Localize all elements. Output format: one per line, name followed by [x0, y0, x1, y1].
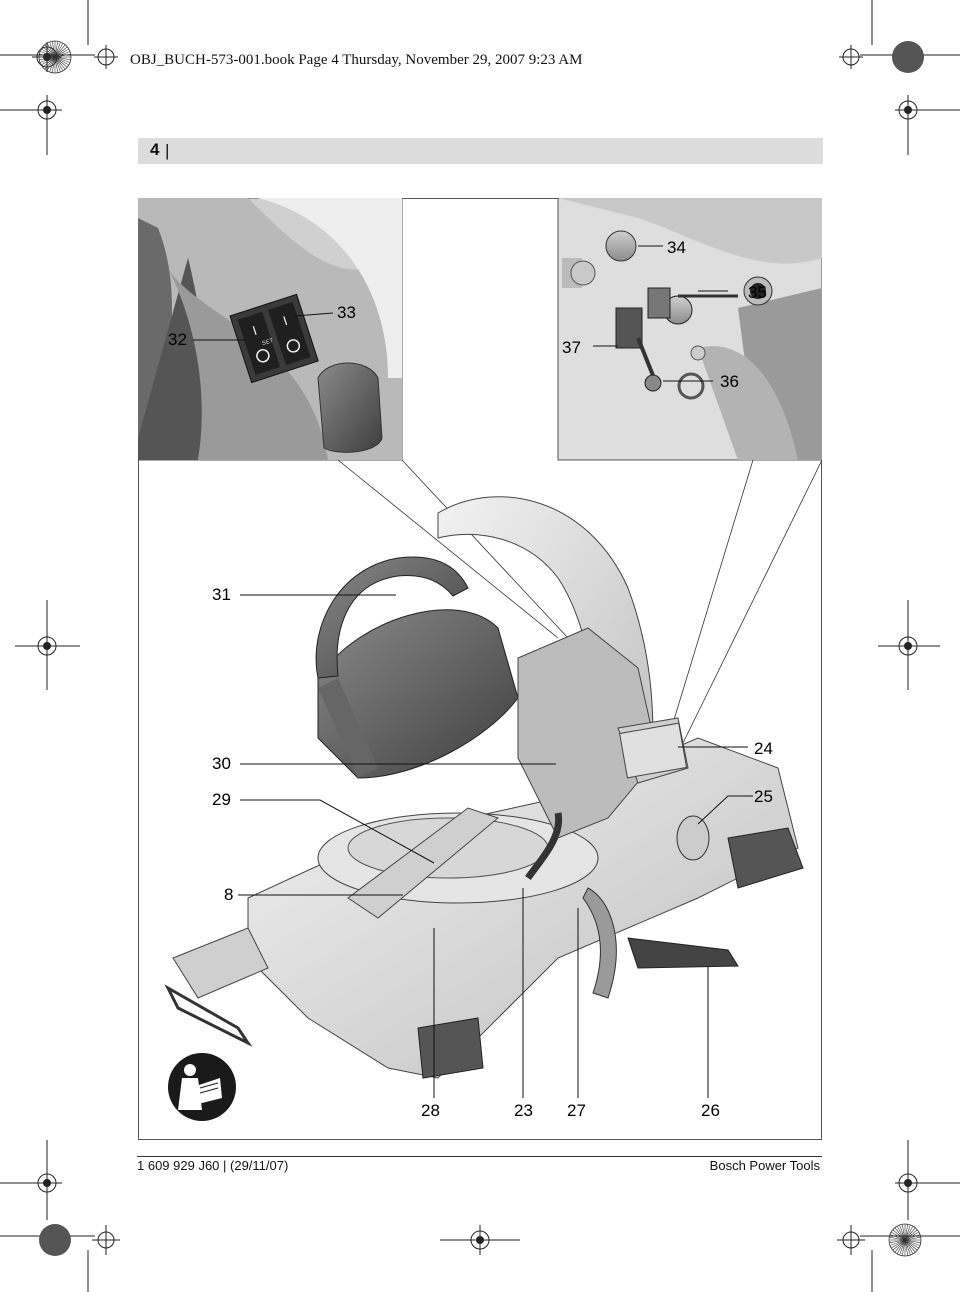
starburst-ray	[54, 41, 61, 58]
starburst-ray	[49, 41, 56, 58]
starburst-ray	[904, 1225, 914, 1241]
starburst-ray	[892, 1229, 906, 1241]
switch-inset: I I SET 32 33	[138, 198, 403, 461]
starburst-ray	[54, 56, 64, 72]
starburst-ray	[899, 1224, 906, 1241]
starburst-ray	[894, 1239, 906, 1253]
svg-text:I: I	[251, 323, 259, 338]
color-patch-icon	[892, 41, 924, 73]
switch-marking: SET	[261, 338, 274, 347]
starburst-ray	[42, 46, 56, 58]
starburst-ray	[54, 42, 64, 58]
starburst-ray	[904, 1224, 909, 1241]
starburst-ray	[904, 1227, 916, 1241]
starburst-ray	[901, 1239, 906, 1256]
label-30: 30	[212, 754, 231, 773]
starburst-ray	[54, 48, 70, 58]
starburst-ray	[39, 53, 56, 58]
starburst-ray	[54, 56, 71, 61]
label-26: 26	[701, 1101, 720, 1120]
starburst-ray	[890, 1231, 906, 1241]
starburst-ray	[890, 1239, 906, 1249]
starburst-ray	[54, 56, 68, 68]
label-28: 28	[421, 1101, 440, 1120]
starburst-ray	[40, 56, 56, 66]
zoom-lines	[337, 459, 822, 744]
label-36: 36	[720, 372, 739, 391]
starburst-ray	[904, 1234, 921, 1241]
starburst-ray	[49, 56, 56, 73]
starburst-ray	[39, 56, 56, 61]
starburst-ray	[54, 44, 66, 58]
starburst-ray	[39, 51, 56, 58]
starburst-ray	[894, 1227, 906, 1241]
starburst-ray	[904, 1239, 909, 1256]
starburst-ray	[46, 56, 56, 72]
starburst-ray	[904, 1224, 911, 1241]
starburst-ray	[42, 56, 56, 68]
starburst-ray	[54, 53, 71, 58]
page-number-bar	[138, 138, 823, 164]
label-25: 25	[754, 787, 773, 806]
book-header: OBJ_BUCH-573-001.book Page 4 Thursday, N…	[130, 52, 583, 68]
svg-text:I: I	[281, 313, 289, 328]
label-8: 8	[224, 885, 233, 904]
label-31: 31	[212, 585, 231, 604]
starburst-ray	[904, 1229, 918, 1241]
starburst-ray	[904, 1239, 914, 1255]
bevel-inset: 34 35 37 36	[557, 198, 822, 461]
starburst-ray	[904, 1239, 916, 1253]
starburst-ray	[892, 1239, 906, 1251]
footer-rule	[137, 1156, 822, 1157]
label-34: 34	[667, 238, 686, 257]
starburst-ray	[39, 56, 56, 63]
starburst-ray	[904, 1236, 921, 1241]
label-24: 24	[754, 739, 773, 758]
footer-doc-code: 1 609 929 J60 | (29/11/07)	[137, 1158, 289, 1173]
starburst-ray	[889, 1234, 906, 1241]
starburst-ray	[46, 42, 56, 58]
starburst-ray	[44, 56, 56, 70]
starburst-ray	[54, 56, 59, 73]
starburst-ray	[51, 56, 56, 73]
starburst-ray	[889, 1236, 906, 1241]
starburst-ray	[889, 1239, 906, 1244]
label-27: 27	[567, 1101, 586, 1120]
starburst-ray	[51, 41, 56, 58]
starburst-ray	[904, 1231, 920, 1241]
mitre-saw-illustration: I I SET 32 33 34	[138, 198, 822, 1121]
starburst-ray	[904, 1239, 921, 1244]
page-separator: |	[165, 141, 170, 160]
starburst-ray	[904, 1239, 920, 1249]
starburst-ray	[901, 1224, 906, 1241]
starburst-ray	[889, 1239, 906, 1246]
starburst-ray	[904, 1239, 911, 1256]
starburst-ray	[44, 44, 56, 58]
label-37: 37	[562, 338, 581, 357]
starburst-ray	[54, 56, 66, 70]
starburst-ray	[54, 56, 71, 63]
starburst-ray	[54, 46, 68, 58]
starburst-ray	[54, 41, 59, 58]
starburst-ray	[54, 56, 70, 66]
starburst-ray	[40, 48, 56, 58]
starburst-ray	[54, 51, 71, 58]
page-number: 4	[150, 140, 160, 159]
label-23: 23	[514, 1101, 533, 1120]
read-manual-icon	[168, 1053, 236, 1121]
footer-brand: Bosch Power Tools	[709, 1158, 820, 1173]
starburst-ray	[904, 1239, 921, 1246]
leader-lines	[238, 594, 753, 1098]
starburst-ray	[896, 1225, 906, 1241]
label-29: 29	[212, 790, 231, 809]
starburst-ray	[899, 1239, 906, 1256]
label-33: 33	[337, 303, 356, 322]
starburst-ray	[54, 56, 61, 73]
starburst-ray	[904, 1239, 918, 1251]
starburst-ray	[896, 1239, 906, 1255]
label-32: 32	[168, 330, 187, 349]
label-35: 35	[748, 283, 767, 302]
